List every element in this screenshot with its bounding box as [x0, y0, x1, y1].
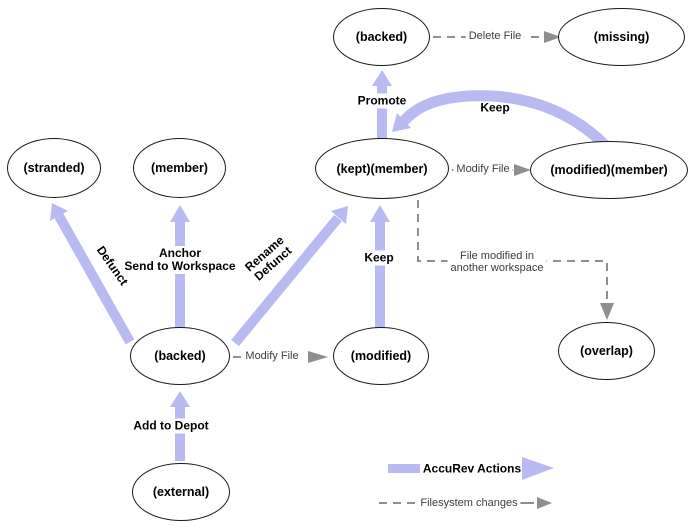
node-missing-label: (missing): [593, 30, 650, 44]
keep-mid-arrow-icon: [370, 205, 390, 328]
edge-label-modify-file-member: Modify File: [453, 162, 513, 176]
edge-label-anchor-line2: Send to Workspace: [124, 259, 236, 273]
node-stranded: (stranded): [7, 138, 101, 198]
anchor-arrow-icon: [170, 205, 190, 328]
node-modified-label: (modified): [350, 349, 412, 363]
node-missing: (missing): [558, 8, 685, 66]
node-kept-member-label: (kept)(member): [336, 161, 428, 176]
edge-label-keep-top: Keep: [480, 100, 510, 115]
edge-label-file-modified: File modified in another workspace: [447, 249, 547, 275]
node-modified-member: (modified)(member): [530, 141, 688, 199]
node-overlap-label: (overlap): [580, 344, 633, 358]
node-backed-top: (backed): [333, 8, 430, 66]
rename-defunct-arrow-icon: [231, 206, 348, 347]
edge-label-promote: Promote: [354, 93, 410, 109]
legend-accurev-actions-label: AccuRev Actions: [422, 461, 522, 476]
node-stranded-label: (stranded): [23, 161, 85, 175]
edge-label-add-to-depot: Add to Depot: [130, 418, 212, 434]
legend-filesystem-arrow-icon: [379, 497, 552, 509]
edge-label-anchor: Anchor Send to Workspace: [121, 246, 239, 274]
node-kept-member: (kept)(member): [315, 138, 449, 199]
node-backed-mid: (backed): [130, 327, 230, 385]
node-member: (member): [133, 138, 226, 198]
node-modified: (modified): [333, 327, 429, 385]
edge-label-delete-file: Delete File: [465, 29, 525, 43]
node-external-label: (external): [152, 485, 210, 499]
edge-label-file-modified-line2: another workspace: [450, 262, 544, 274]
defunct-arrow-icon: [50, 203, 135, 345]
keep-curve-arrow-icon: [392, 90, 612, 152]
node-member-label: (member): [151, 161, 208, 175]
node-modified-member-label: (modified)(member): [550, 163, 668, 177]
node-backed-top-label: (backed): [355, 30, 408, 44]
add-to-depot-arrow-icon: [170, 391, 190, 461]
edge-label-keep-mid: Keep: [361, 250, 397, 266]
edge-label-file-modified-line1: File modified in: [460, 250, 534, 262]
node-overlap: (overlap): [558, 322, 655, 380]
node-external: (external): [132, 463, 230, 521]
legend-filesystem-changes-label: Filesystem changes: [417, 496, 521, 510]
edge-label-modify-file-backed: Modify File: [242, 349, 302, 363]
legend-accurev-arrow-icon: [388, 457, 554, 480]
edge-label-anchor-line1: Anchor: [158, 246, 201, 260]
node-backed-mid-label: (backed): [154, 349, 206, 363]
